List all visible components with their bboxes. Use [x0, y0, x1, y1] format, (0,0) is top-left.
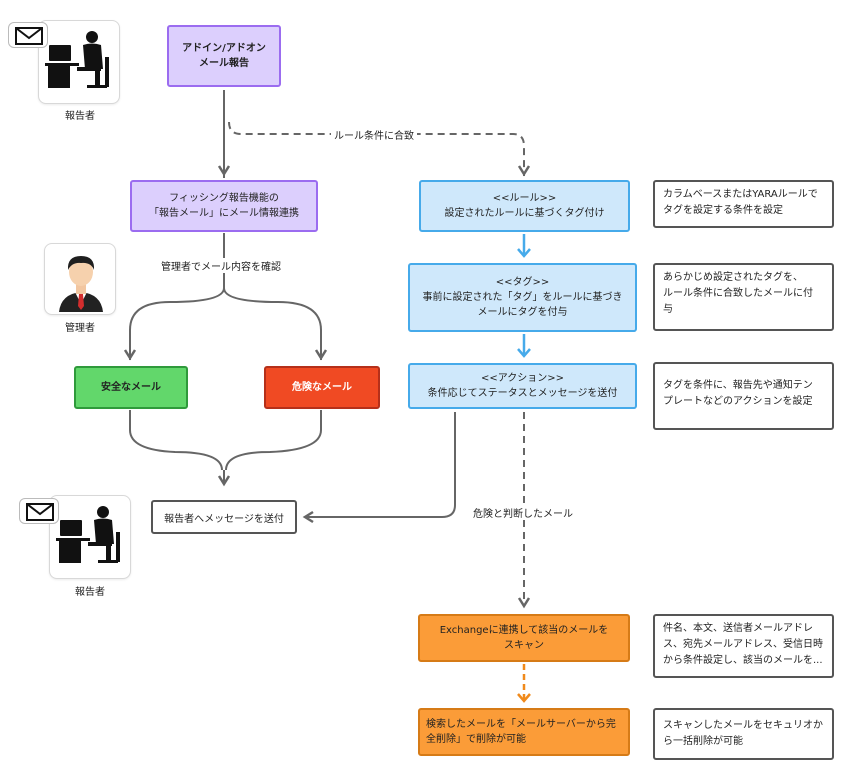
mail-desk-worker-icon: [45, 31, 109, 88]
node-line: 「報告メール」にメール情報連携: [149, 208, 299, 219]
addin-report-node: アドイン/アドオン メール報告: [167, 25, 281, 87]
admin-card: [44, 243, 116, 315]
danger-judged-label: 危険と判断したメール: [470, 505, 576, 520]
send-message-node: 報告者へメッセージを送付: [151, 500, 297, 534]
node-line: 報告者へメッセージを送付: [164, 513, 284, 525]
safe-mail-node: 安全なメール: [74, 366, 188, 409]
note-line: 与: [663, 304, 673, 315]
exchange-scan-node: Exchangeに連携して該当のメールを スキャン: [418, 614, 630, 662]
node-line: <<アクション>>: [480, 373, 564, 384]
action-note: タグを条件に、報告先や通知テン プレートなどのアクションを設定: [653, 362, 834, 430]
rule-note: カラムベースまたはYARAルールで タグを設定する条件を設定: [653, 180, 834, 228]
note-line: あらかじめ設定されたタグを、: [663, 272, 803, 283]
exchange-note: 件名、本文、送信者メールアドレ ス、宛先メールアドレス、受信日時 から条件設定し…: [653, 614, 834, 678]
node-line: Exchangeに連携して該当のメールを: [439, 625, 609, 636]
man-in-suit-avatar-icon: [59, 256, 103, 312]
rule-node: <<ルール>> 設定されたルールに基づくタグ付け: [419, 180, 630, 232]
admin-check-label: 管理者でメール内容を確認: [158, 258, 284, 273]
note-line: ら一括削除が可能: [663, 736, 743, 747]
dangerous-mail-node: 危険なメール: [264, 366, 380, 409]
note-line: カラムベースまたはYARAルールで: [663, 189, 818, 200]
node-line: 条件応じてステータスとメッセージを送付: [427, 388, 618, 399]
node-line: アドイン/アドオン: [182, 43, 266, 54]
node-line: 事前に設定された「タグ」をルールに基づき: [422, 292, 623, 303]
node-line: 安全なメール: [101, 382, 161, 393]
envelope-icon: [15, 27, 43, 45]
node-line: <<ルール>>: [492, 193, 557, 204]
note-line: プレートなどのアクションを設定: [663, 396, 813, 407]
note-line: タグを条件に、報告先や通知テン: [663, 380, 813, 391]
node-line: 検索したメールを「メールサーバーから完: [426, 719, 616, 730]
note-line: 件名、本文、送信者メールアドレ: [663, 623, 813, 634]
search-delete-node: 検索したメールを「メールサーバーから完 全削除」で削除が可能: [418, 708, 630, 756]
node-line: メールにタグを付与: [477, 307, 568, 318]
mail-badge: [19, 498, 59, 524]
search-note: スキャンしたメールをセキュリオか ら一括削除が可能: [653, 708, 834, 760]
envelope-icon: [26, 503, 54, 521]
tag-node: <<タグ>> 事前に設定された「タグ」をルールに基づき メールにタグを付与: [408, 263, 637, 332]
reporter-bottom-label: 報告者: [75, 587, 105, 598]
note-line: から条件設定し、該当のメールを...: [663, 655, 823, 666]
node-line: メール報告: [199, 58, 249, 69]
node-line: 全削除」で削除が可能: [426, 734, 526, 745]
note-line: タグを設定する条件を設定: [663, 205, 783, 216]
node-line: フィッシング報告機能の: [169, 193, 279, 204]
reporter-bottom-card: [49, 495, 131, 579]
node-line: 設定されたルールに基づくタグ付け: [444, 208, 605, 219]
node-line: 危険なメール: [292, 382, 352, 393]
note-line: ス、宛先メールアドレス、受信日時: [663, 639, 823, 650]
tag-note: あらかじめ設定されたタグを、 ルール条件に合致したメールに付 与: [653, 263, 834, 331]
node-line: スキャン: [504, 640, 544, 651]
admin-label: 管理者: [65, 323, 95, 334]
reporter-top-card: [38, 20, 120, 104]
phishing-report-node: フィッシング報告機能の 「報告メール」にメール情報連携: [130, 180, 318, 232]
action-node: <<アクション>> 条件応じてステータスとメッセージを送付: [408, 363, 637, 409]
mail-desk-worker-icon: [56, 506, 120, 563]
note-line: スキャンしたメールをセキュリオか: [663, 720, 823, 731]
rule-match-label: ルール条件に合致: [331, 127, 417, 142]
note-line: ルール条件に合致したメールに付: [663, 288, 813, 299]
reporter-top-label: 報告者: [65, 111, 95, 122]
mail-badge: [8, 22, 48, 48]
node-line: <<タグ>>: [495, 277, 550, 288]
